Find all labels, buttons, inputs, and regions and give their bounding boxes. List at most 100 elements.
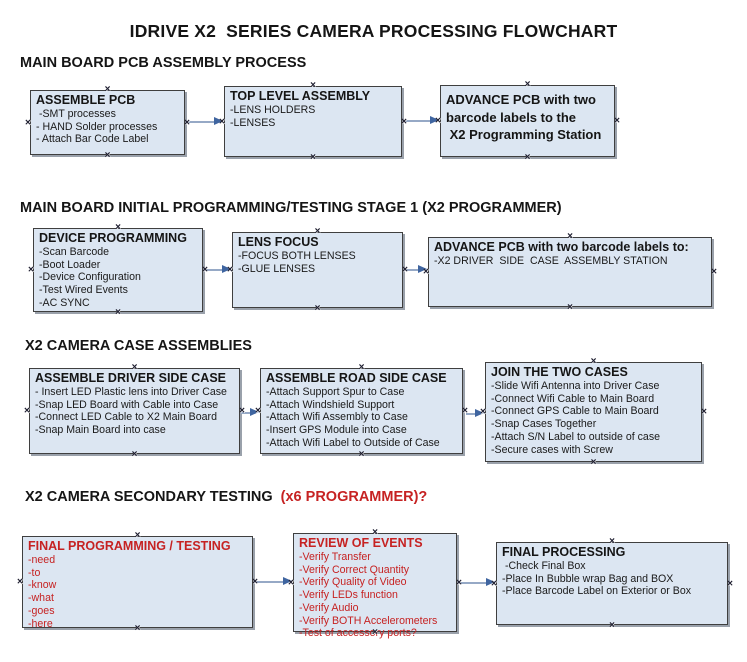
flow-box-item: -here — [28, 617, 53, 630]
connection-handle-icon: × — [609, 536, 615, 547]
flow-box-item: -Scan Barcode — [39, 246, 110, 258]
connection-handle-icon: × — [614, 115, 620, 127]
flow-box-item: -to — [28, 566, 41, 579]
connection-handle-icon: × — [524, 79, 531, 90]
flow-box-item: -Snap Cases Together — [491, 418, 597, 431]
flow-box-item: -Device Configuration — [39, 271, 141, 284]
connection-handle-icon: × — [711, 266, 717, 278]
connection-handle-icon: × — [310, 152, 316, 163]
section-heading-text: X2 CAMERA CASE ASSEMBLIES — [25, 338, 252, 354]
flow-box-item: -SMT processes — [36, 108, 116, 120]
connection-handle-icon: × — [402, 264, 408, 276]
arrow-head-icon — [430, 116, 439, 124]
section-heading-text: MAIN BOARD INITIAL PROGRAMMING/TESTING S… — [20, 200, 562, 216]
flow-box-title: DEVICE PROGRAMMING — [39, 231, 187, 245]
section-heading: X2 CAMERA SECONDARY TESTING (x6 PROGRAMM… — [25, 488, 427, 506]
connection-handle-icon: × — [727, 578, 733, 589]
arrow-line — [403, 120, 432, 122]
flow-box: ASSEMBLE PCB -SMT processes- HAND Solder… — [25, 85, 190, 161]
connection-handle-icon: × — [358, 449, 365, 460]
flow-box-item: -Snap Main Board into case — [35, 424, 166, 437]
connection-handle-icon: × — [358, 362, 365, 373]
flow-box-item: -LENS HOLDERS — [230, 104, 316, 116]
arrow-head-icon — [418, 265, 427, 273]
flow-box-title: JOIN THE TWO CASES — [491, 365, 628, 379]
connection-handle-icon: × — [24, 405, 30, 417]
flow-box-item: -AC SYNC — [39, 296, 90, 309]
connection-handle-icon: × — [28, 264, 34, 276]
connection-handle-icon: × — [202, 264, 208, 276]
connection-handle-icon: × — [104, 150, 111, 161]
flow-box-item: -Verify Correct Quantity — [299, 563, 410, 576]
connection-handle-icon: × — [115, 307, 121, 318]
arrow-line — [466, 413, 477, 415]
flow-box-title: ASSEMBLE PCB — [36, 93, 136, 107]
connection-handle-icon: × — [310, 80, 316, 91]
connection-handle-icon: × — [314, 226, 321, 237]
flow-box-item: -Place In Bubble wrap Bag and BOX — [502, 572, 674, 585]
section-heading-red-text: (x6 PROGRAMMER)? — [276, 489, 428, 505]
connection-handle-icon: × — [115, 222, 121, 233]
flow-box-title: ASSEMBLE DRIVER SIDE CASE — [35, 371, 227, 385]
flow-box: TOP LEVEL ASSEMBLY-LENS HOLDERS-LENSES××… — [219, 81, 407, 163]
flow-box-title: TOP LEVEL ASSEMBLY — [230, 89, 371, 103]
connection-handle-icon: × — [609, 620, 615, 631]
flow-box-item: -Attach Support Spur to Case — [266, 386, 405, 398]
flow-box: JOIN THE TWO CASES-Slide Wifi Antenna in… — [480, 357, 707, 468]
connection-handle-icon: × — [131, 362, 138, 373]
flow-box-item: - Insert LED Plastic lens into Driver Ca… — [35, 386, 227, 398]
flow-box-item: -Check Final Box — [502, 560, 586, 572]
flow-box-item: -Attach Wifi Label to Outside of Case — [266, 436, 440, 449]
arrow-head-icon — [214, 117, 223, 125]
flow-box-item: -Attach S/N Label to outside of case — [491, 430, 661, 443]
connection-handle-icon: × — [17, 576, 23, 588]
flow-box-item: -Test of accessory ports? — [299, 627, 417, 640]
flow-box-item: -Secure cases with Screw — [491, 443, 613, 456]
connection-handle-icon: × — [701, 406, 707, 418]
flow-box-title: ADVANCE PCB with two barcode labels to t… — [446, 92, 602, 142]
flow-box-item: -Boot Loader — [39, 258, 101, 271]
connection-handle-icon: × — [524, 152, 531, 163]
arrow-head-icon — [475, 409, 484, 417]
connection-handle-icon: × — [423, 266, 429, 278]
connection-handle-icon: × — [372, 527, 378, 538]
flow-box-item: - Attach Bar Code Label — [36, 133, 149, 146]
connection-handle-icon: × — [401, 116, 407, 127]
connection-handle-icon: × — [590, 457, 597, 468]
flow-box: ASSEMBLE ROAD SIDE CASE-Attach Support S… — [255, 363, 468, 460]
flow-box-item: -X2 DRIVER SIDE CASE ASSEMBLY STATION — [434, 255, 668, 267]
section-heading-text: MAIN BOARD PCB ASSEMBLY PROCESS — [20, 55, 307, 71]
connection-handle-icon: × — [462, 405, 468, 417]
flow-box-item: -goes — [28, 604, 55, 617]
flow-box-item: -Verify Quality of Video — [299, 576, 407, 589]
arrow-head-icon — [250, 408, 259, 416]
flow-box: ADVANCE PCB with two barcode labels to t… — [435, 80, 620, 163]
flow-box-item: -Verify Transfer — [299, 551, 371, 563]
flow-box: DEVICE PROGRAMMING-Scan Barcode-Boot Loa… — [28, 223, 208, 318]
arrow-head-icon — [486, 578, 495, 586]
connection-handle-icon: × — [435, 115, 441, 127]
connection-handle-icon: × — [590, 356, 597, 367]
connection-handle-icon: × — [25, 117, 31, 128]
flow-box-item: -what — [28, 592, 54, 605]
flow-box-title: FINAL PROGRAMMING / TESTING — [28, 539, 231, 553]
arrow-line — [404, 269, 420, 271]
flow-box-item: -Verify Audio — [299, 601, 359, 614]
section-heading-text: X2 CAMERA SECONDARY TESTING — [25, 489, 277, 505]
flow-box: ADVANCE PCB with two barcode labels to:-… — [423, 232, 717, 313]
flow-box-item: -Slide Wifi Antenna into Driver Case — [491, 380, 660, 392]
arrow-head-icon — [283, 577, 292, 585]
connection-handle-icon: × — [567, 231, 573, 242]
arrow-line — [186, 121, 216, 123]
flow-box: REVIEW OF EVENTS-Verify Transfer-Verify … — [288, 528, 462, 640]
connection-handle-icon: × — [491, 578, 497, 589]
connection-handle-icon: × — [288, 577, 294, 588]
flow-box-item: -Test Wired Events — [39, 284, 128, 297]
flow-box-item: -Snap LED Board with Cable into Case — [35, 398, 219, 411]
flow-box-item: -Connect LED Cable to X2 Main Board — [35, 411, 217, 424]
arrow-line — [458, 582, 488, 584]
connection-handle-icon: × — [219, 116, 225, 127]
flow-box-item: -Connect GPS Cable to Main Board — [491, 405, 659, 418]
arrow-line — [204, 269, 224, 271]
flow-box-item: -GLUE LENSES — [238, 262, 316, 275]
